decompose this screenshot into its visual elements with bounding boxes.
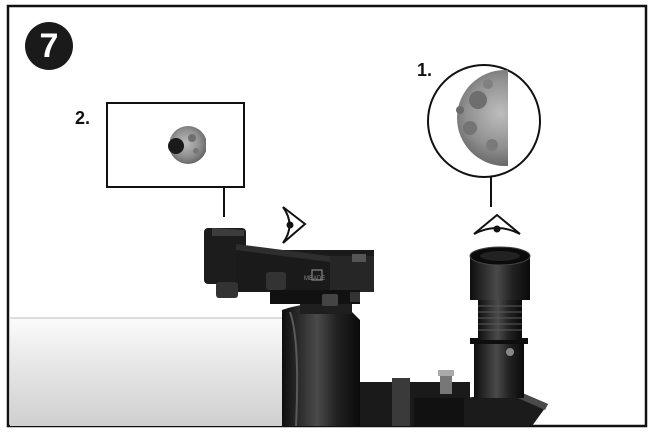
star-diagonal	[464, 392, 548, 426]
finder-view-box	[106, 102, 245, 188]
svg-text:MEADE: MEADE	[304, 276, 325, 282]
eyepiece-view-label: 1.	[417, 60, 433, 80]
tube-ring	[282, 300, 360, 427]
eye-icon	[473, 213, 521, 235]
moon-icon	[170, 126, 206, 164]
eyepiece	[469, 246, 531, 398]
telescope-tube	[10, 317, 295, 426]
step-number-badge: 7	[25, 22, 73, 70]
red-dot-finder: MEADE	[204, 228, 374, 306]
eye-icon	[282, 206, 307, 244]
finder-view-label: 2.	[75, 108, 91, 128]
red-dot-icon	[168, 138, 184, 154]
focuser	[360, 370, 470, 426]
moon-icon	[456, 70, 508, 166]
